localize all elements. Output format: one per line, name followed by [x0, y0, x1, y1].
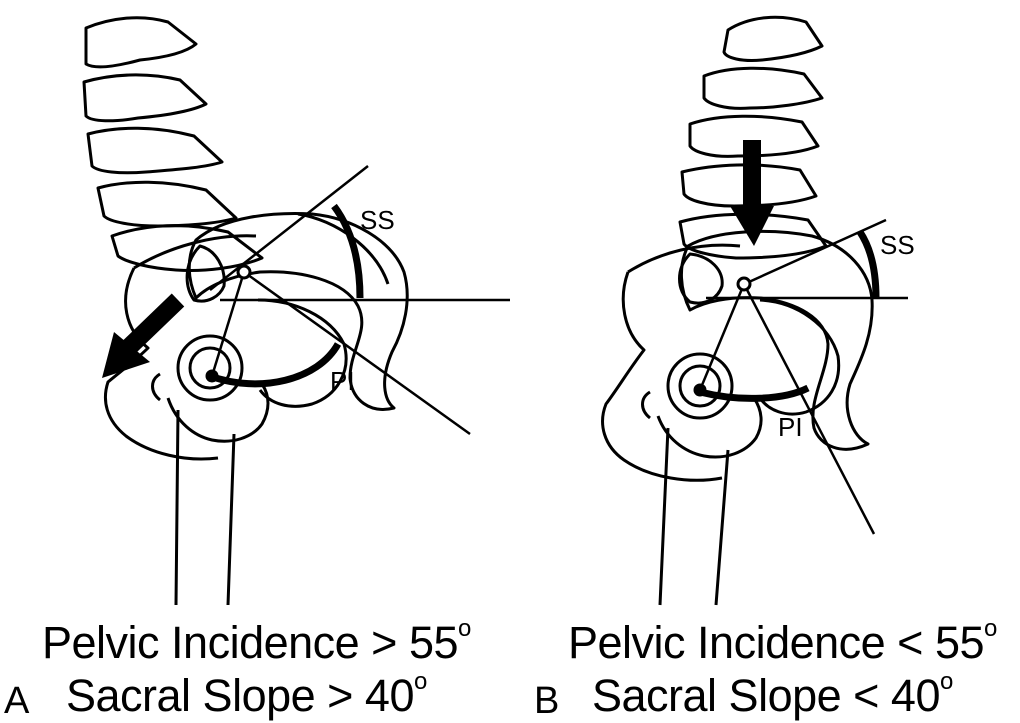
panel-b-ss-text: Sacral Slope < 40: [592, 670, 940, 721]
panel-b-ss-degree: o: [940, 668, 953, 695]
panel-a-lumbar-spine: [84, 18, 262, 271]
panel-a-letter: A: [4, 680, 29, 723]
panel-a-pi-degree: o: [458, 615, 471, 642]
panel-a-forward-arrow: [102, 300, 178, 378]
panel-b-ss-label: SS: [880, 230, 915, 261]
panel-a-ss-label: SS: [360, 205, 395, 236]
panel-b-caption-pelvic-incidence: Pelvic Incidence < 55o: [568, 615, 997, 669]
panel-a-sacral-midpoint: [238, 266, 250, 278]
panel-a-pi-text: Pelvic Incidence > 55: [42, 617, 458, 668]
panel-b-pi-arc: [700, 388, 808, 398]
panel-a-ss-text: Sacral Slope > 40: [66, 670, 414, 721]
panel-a-pi-label: PI: [330, 366, 355, 397]
panel-b-sacral-midpoint: [738, 278, 750, 290]
panel-b-caption-sacral-slope: Sacral Slope < 40o: [592, 668, 953, 722]
panel-b-pi-label: PI: [778, 412, 803, 443]
panel-b-hip-axis: [695, 385, 705, 395]
panel-b-pelvis: [603, 231, 873, 480]
panel-b: [603, 17, 908, 605]
panel-b-pi-text: Pelvic Incidence < 55: [568, 617, 984, 668]
panel-b-pi-degree: o: [984, 615, 997, 642]
panel-a-hip-axis: [207, 371, 217, 381]
panel-b-ss-arc: [860, 232, 876, 298]
panel-a: [84, 18, 510, 605]
panel-b-letter: B: [534, 680, 559, 723]
panel-a-caption-sacral-slope: Sacral Slope > 40o: [66, 668, 427, 722]
panel-a-caption-pelvic-incidence: Pelvic Incidence > 55o: [42, 615, 471, 669]
panel-a-ss-degree: o: [414, 668, 427, 695]
